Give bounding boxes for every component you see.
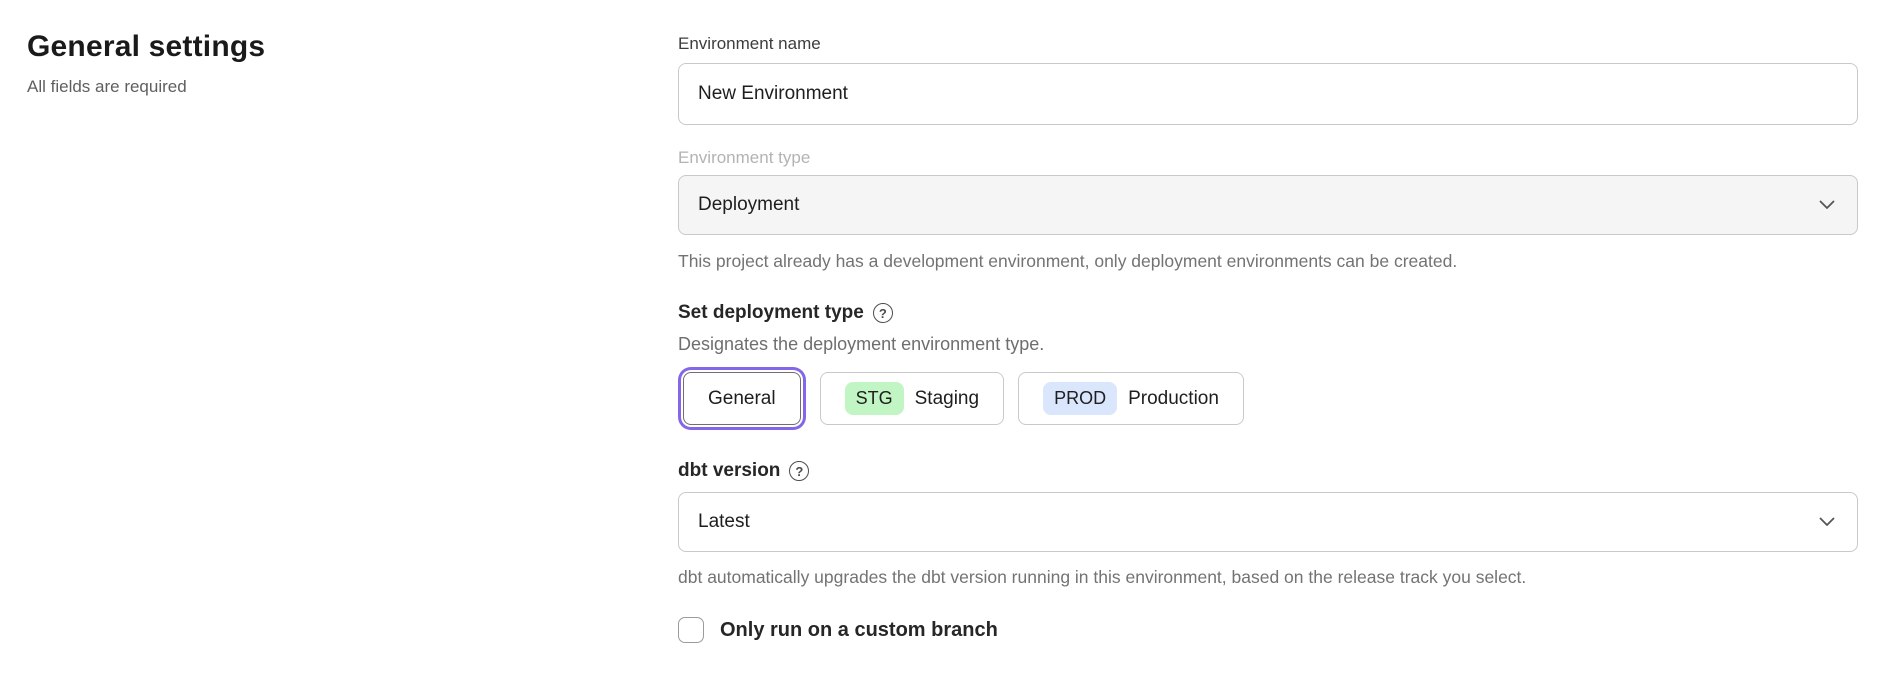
deployment-type-production-button[interactable]: PROD Production: [1018, 372, 1244, 425]
deployment-type-description: Designates the deployment environment ty…: [678, 334, 1045, 354]
deployment-type-options: General STG Staging PROD Production: [678, 372, 1858, 425]
help-icon[interactable]: ?: [789, 461, 810, 481]
custom-branch-label: Only run on a custom branch: [720, 619, 998, 641]
deployment-type-heading-row: Set deployment type ?: [678, 300, 1858, 326]
staging-badge: STG: [844, 382, 904, 415]
chevron-down-icon: [1819, 517, 1835, 527]
dbt-version-value: Latest: [698, 511, 750, 532]
custom-branch-row: Only run on a custom branch: [678, 617, 1858, 643]
dbt-version-select[interactable]: Latest: [678, 492, 1858, 552]
dbt-version-helper: dbt automatically upgrades the dbt versi…: [678, 567, 1527, 587]
deployment-type-staging-button[interactable]: STG Staging: [819, 372, 1005, 425]
deployment-type-production-label: Production: [1128, 387, 1219, 409]
dbt-version-label: dbt version: [678, 460, 781, 481]
environment-name-label: Environment name: [678, 34, 821, 53]
production-badge: PROD: [1043, 382, 1118, 415]
environment-name-input[interactable]: [678, 63, 1858, 125]
deployment-type-heading: Set deployment type: [678, 302, 864, 323]
settings-intro: General settings All fields are required: [27, 28, 587, 98]
help-icon[interactable]: ?: [872, 303, 893, 323]
chevron-down-icon: [1819, 200, 1835, 210]
deployment-type-staging-label: Staging: [914, 387, 980, 409]
deployment-type-general-label: General: [708, 387, 776, 409]
dbt-version-heading-row: dbt version ?: [678, 458, 1858, 484]
environment-type-value: Deployment: [698, 194, 800, 215]
deployment-type-general-button[interactable]: General: [683, 372, 801, 425]
environment-form: Environment name Environment type Deploy…: [678, 33, 1858, 643]
custom-branch-checkbox[interactable]: [678, 617, 704, 643]
environment-type-select[interactable]: Deployment: [678, 175, 1858, 235]
environment-type-helper: This project already has a development e…: [678, 251, 1458, 271]
page-title: General settings: [27, 30, 266, 63]
environment-type-label: Environment type: [678, 148, 811, 167]
page-subtitle: All fields are required: [27, 77, 187, 96]
